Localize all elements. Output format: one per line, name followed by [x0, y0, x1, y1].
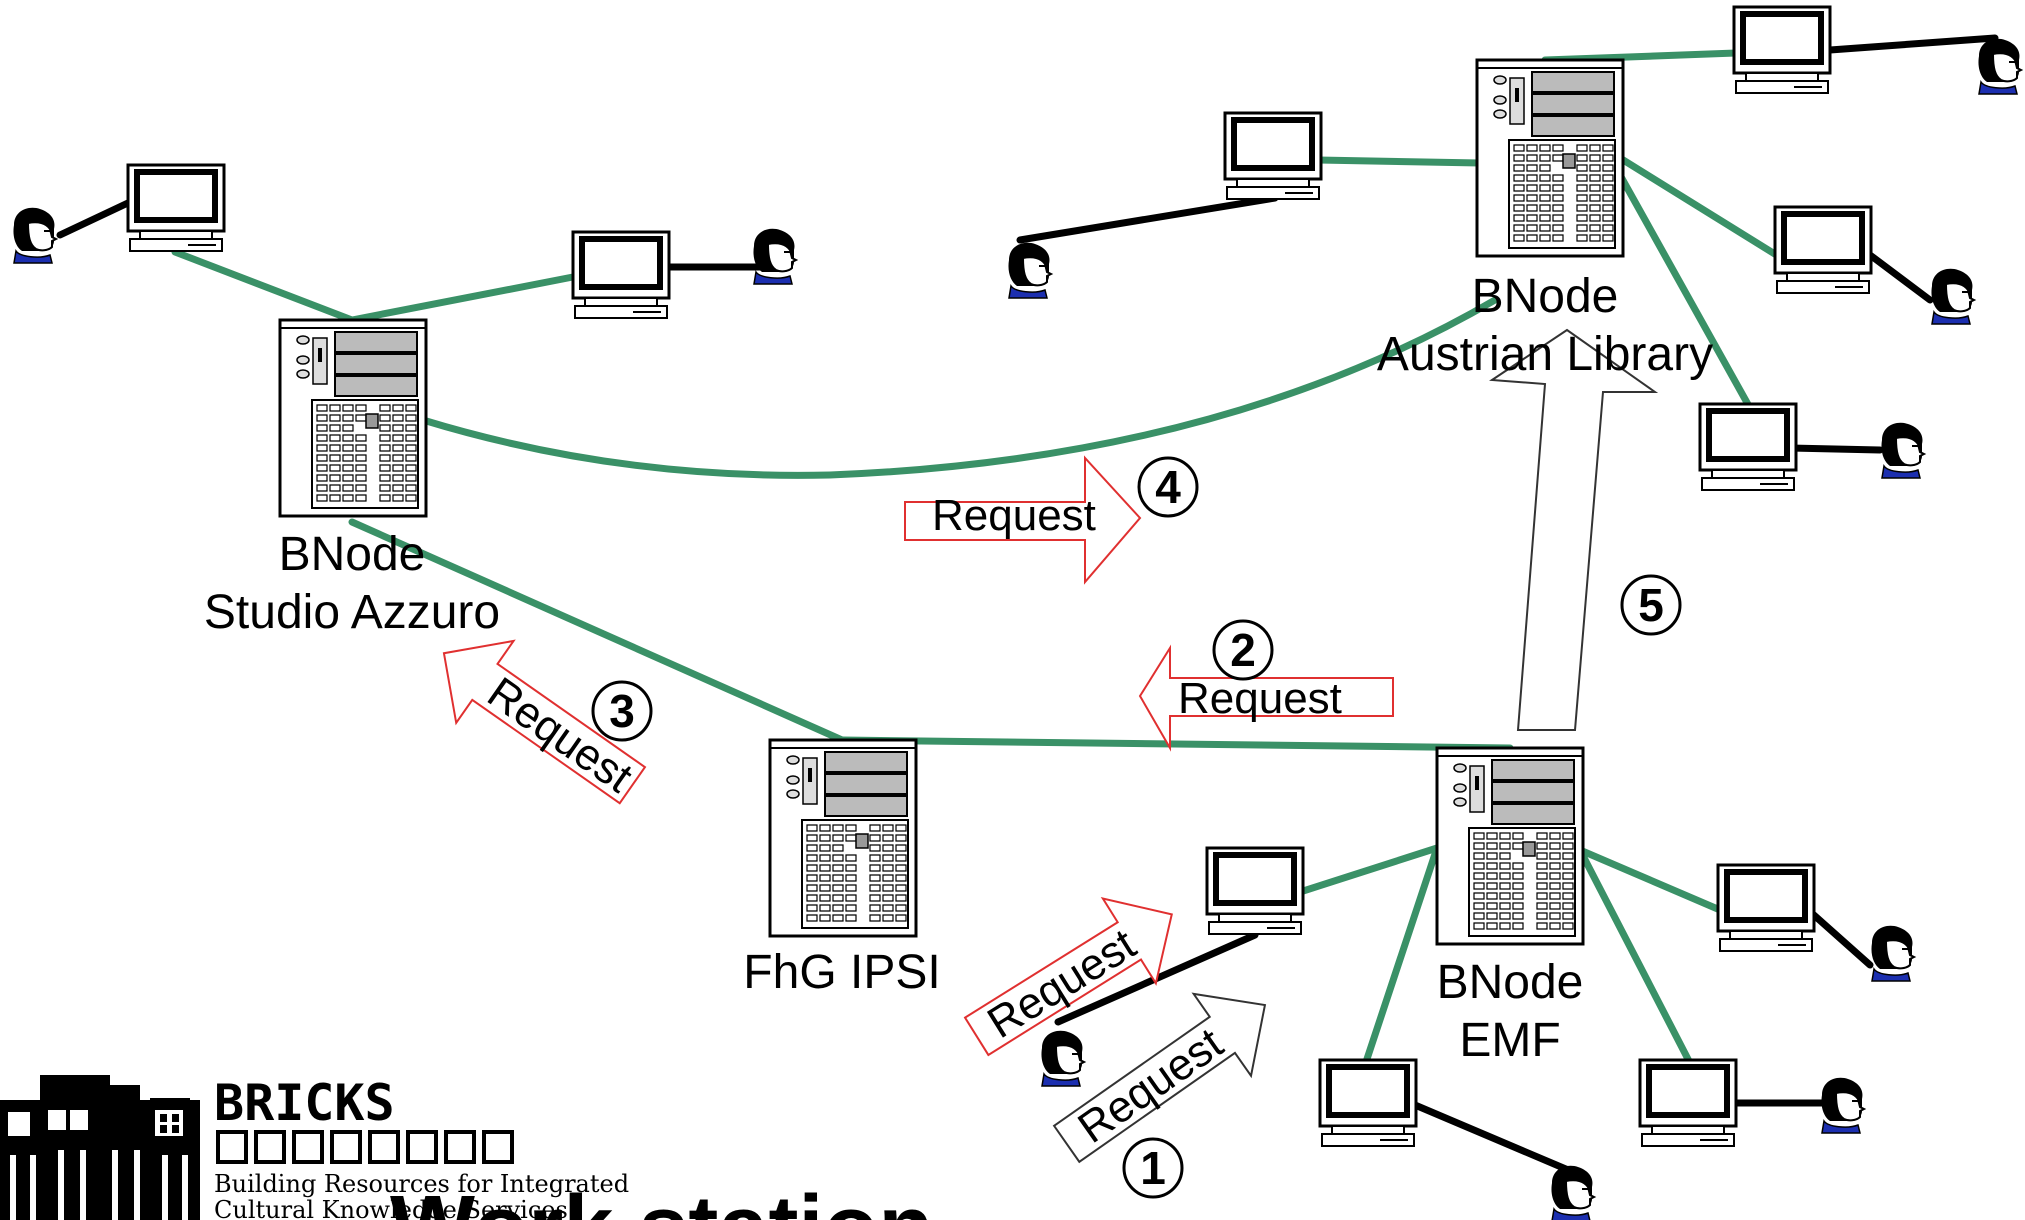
link-ws8-emf	[1361, 844, 1441, 1069]
step-5-marker: 5	[1620, 574, 1682, 636]
node-label-austrian-2: Austrian Library	[1377, 328, 1713, 381]
node-label-azzuro-1: BNode	[279, 528, 426, 581]
link-ws2-azzuro	[348, 272, 582, 324]
monitor-icon	[128, 165, 224, 251]
link-ws3-austrian	[1314, 156, 1484, 167]
node-label-fhg: FhG IPSI	[743, 946, 940, 999]
user-head-icon	[752, 227, 797, 285]
user-head-icon	[1930, 267, 1975, 325]
step-3-marker: 3	[591, 680, 653, 742]
link-azzuro-fhg	[348, 518, 846, 744]
server-studio-azzuro	[278, 318, 428, 518]
request-arrow-4: Request	[904, 455, 1142, 585]
user-links	[56, 34, 1999, 1179]
node-label-azzuro-2: Studio Azzuro	[204, 586, 500, 639]
request-user-label: Request	[979, 920, 1144, 1048]
logo-title: BRICKS	[214, 1074, 395, 1132]
monitor-icon	[1700, 404, 1796, 490]
svg-text:1: 1	[1140, 1142, 1166, 1194]
bricks-logo-icon	[0, 1075, 200, 1220]
step-4-marker: 4	[1137, 456, 1199, 518]
server-tower-icon	[768, 738, 918, 938]
user-head-icon	[12, 206, 58, 264]
monitor-icon	[1207, 848, 1303, 934]
link-ws10-emf	[1576, 846, 1694, 1067]
server-austrian-library	[1475, 58, 1625, 258]
user-head-icon	[1880, 421, 1925, 479]
user-head-icon	[1820, 1076, 1865, 1134]
step-2-marker: 2	[1212, 619, 1274, 681]
svg-text:2: 2	[1230, 624, 1256, 676]
monitor-icon	[1640, 1060, 1736, 1146]
monitor-icon	[1734, 7, 1830, 93]
request-arrow-5	[1489, 328, 1659, 731]
user-head-icon	[1007, 241, 1052, 299]
node-label-emf-2: EMF	[1459, 1014, 1560, 1067]
server-tower-icon	[1435, 746, 1585, 946]
request-2-label: Request	[1178, 674, 1342, 723]
link-fhg-emf	[838, 736, 1514, 752]
server-fhg-ipsi	[768, 738, 918, 938]
link-ws1-azzuro	[171, 248, 356, 324]
bricks-logo: BRICKS Building Resources for Integrated…	[0, 1074, 629, 1220]
user-head-icon	[1977, 37, 2022, 95]
svg-text:4: 4	[1155, 461, 1181, 513]
network-links	[171, 49, 1782, 1069]
step-1-marker: 1	[1122, 1137, 1184, 1199]
user-head-icon	[1550, 1164, 1595, 1220]
request-arrow-2: Request	[1138, 644, 1394, 752]
server-emf	[1435, 746, 1585, 946]
link-ws5-austrian	[1616, 154, 1782, 260]
monitor-icon	[1320, 1060, 1416, 1146]
svg-text:3: 3	[609, 685, 635, 737]
node-label-emf-1: BNode	[1437, 956, 1584, 1009]
monitor-icon	[1718, 865, 1814, 951]
server-tower-icon	[1475, 58, 1625, 258]
monitor-icon	[573, 232, 669, 318]
svg-text:5: 5	[1638, 579, 1664, 631]
bottom-caption: Work station	[390, 1178, 933, 1220]
link-ws6-austrian	[1616, 171, 1754, 412]
user-head-icon	[1040, 1029, 1085, 1087]
monitor-icon	[1775, 207, 1871, 293]
node-label-austrian-1: BNode	[1472, 270, 1619, 323]
logo-subtitle-1: Building Resources for Integrated	[214, 1170, 629, 1198]
server-tower-icon	[278, 318, 428, 518]
logo-boxes	[216, 1130, 514, 1164]
request-4-label: Request	[932, 491, 1096, 540]
request-1-label: Request	[1069, 1019, 1231, 1153]
user-head-icon	[1870, 924, 1915, 982]
link-ws7-emf	[1293, 844, 1441, 897]
monitor-icon	[1225, 113, 1321, 199]
link-azzuro-austrian	[419, 296, 1499, 479]
link-ws9-emf	[1576, 846, 1724, 914]
logo-subtitle-2: Cultural Knowledge Services	[214, 1196, 568, 1220]
